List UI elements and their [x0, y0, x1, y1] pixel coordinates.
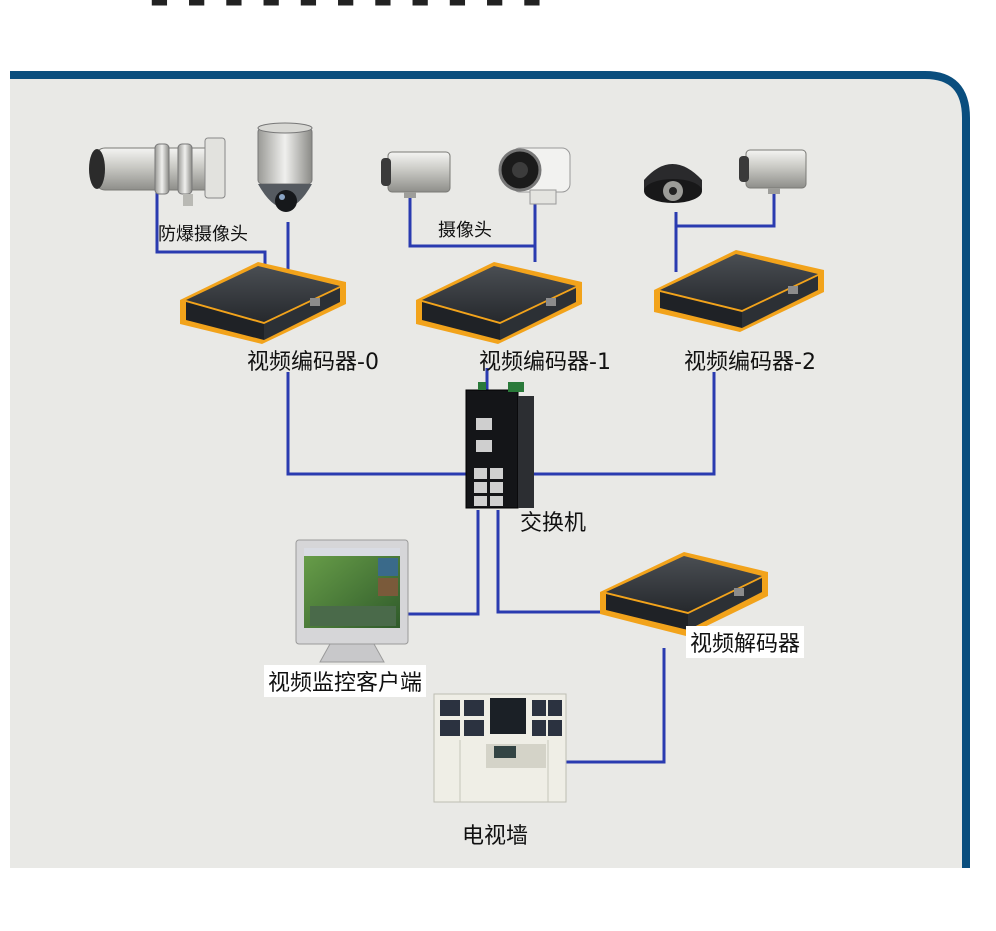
link-switch-decoder — [496, 510, 608, 614]
dome-camera-icon — [644, 164, 702, 203]
link-cameras-encoder1 — [408, 196, 535, 248]
box-camera-icon — [739, 149, 807, 194]
video-decoder-icon — [600, 552, 768, 636]
box-camera-icon — [381, 151, 451, 198]
video-encoder-icon — [180, 262, 346, 344]
label-tv-wall: 电视墙 — [462, 824, 529, 849]
link-encoder2-switch — [520, 372, 716, 476]
label-explosion-proof-camera: 防爆摄像头 — [158, 224, 248, 245]
link-bullet-camera-encoder0 — [155, 190, 267, 270]
label-monitor-client: 视频监控客户端 — [264, 665, 427, 697]
label-encoder-0: 视频编码器-0 — [247, 350, 379, 375]
video-encoder-icon — [654, 250, 824, 332]
monitor-icon — [295, 539, 409, 663]
page-heading-fragment: ▬ ▬ ▬ ▬ ▬ ▬ ▬ ▬ ▬ ▬ ▬ — [150, 0, 548, 12]
label-decoder: 视频解码器 — [686, 626, 805, 658]
label-encoder-1: 视频编码器-1 — [479, 350, 611, 375]
tv-wall-icon — [433, 693, 567, 803]
connection-lines — [155, 190, 776, 764]
link-switch-client — [402, 510, 480, 616]
dome-camera-icon — [257, 122, 313, 212]
bullet-camera-icon — [89, 137, 226, 206]
link-decoder-tvwall — [560, 648, 666, 764]
ir-camera-icon — [498, 147, 571, 205]
label-camera: 摄像头 — [438, 220, 492, 241]
link-encoder0-switch — [286, 372, 480, 476]
network-switch-icon — [465, 382, 534, 509]
label-switch: 交换机 — [520, 511, 587, 536]
panel-border — [10, 71, 970, 870]
label-encoder-2: 视频编码器-2 — [684, 350, 816, 375]
video-encoder-icon — [416, 262, 582, 344]
